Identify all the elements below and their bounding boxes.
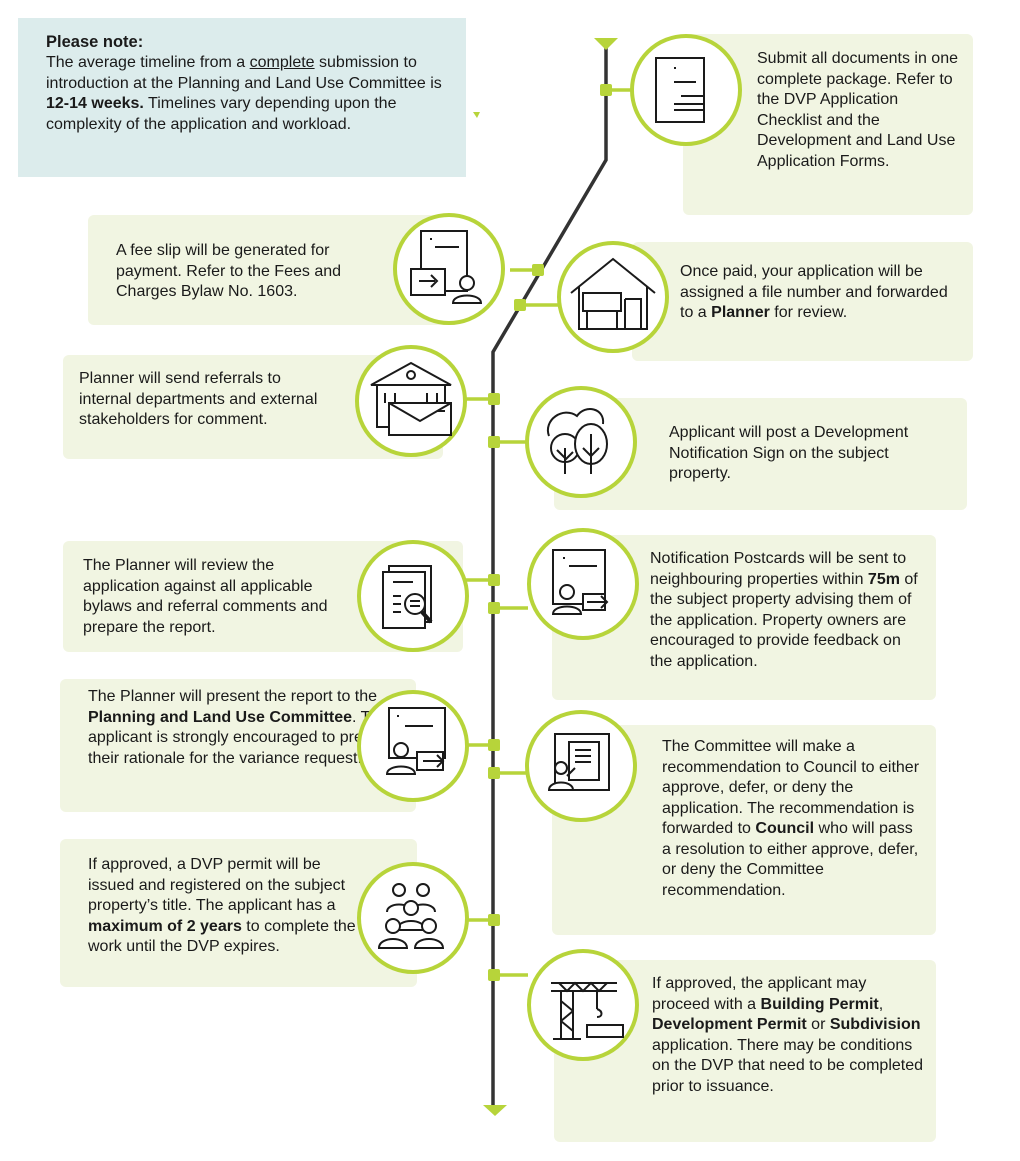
node-9	[488, 767, 500, 779]
committee-board-icon	[525, 710, 637, 822]
node-2	[532, 264, 544, 276]
step-text: A fee slip will be generated for payment…	[116, 242, 342, 300]
timeline-line	[491, 45, 608, 1105]
step-text: Applicant will post a Development Notifi…	[669, 424, 909, 482]
timeline-start-arrow	[594, 38, 618, 50]
timeline-note: Please note: The average timeline from a…	[18, 18, 466, 177]
step-text: Once paid, your application will be assi…	[680, 263, 948, 321]
step-text: Submit all documents in one complete pac…	[757, 50, 958, 170]
step-text: Notification Postcards will be sent to n…	[650, 550, 918, 670]
step-text: The Planner will present the report to t…	[88, 688, 393, 767]
node-8	[488, 739, 500, 751]
node-6	[488, 574, 500, 586]
node-7	[488, 602, 500, 614]
note-pointer-arrow	[473, 112, 480, 118]
step-present-report: The Planner will present the report to t…	[60, 679, 416, 812]
step-text: The Planner will review the application …	[83, 557, 328, 636]
construction-crane-icon	[527, 949, 639, 1061]
document-review-icon	[357, 540, 469, 652]
people-group-icon	[357, 862, 469, 974]
note-text: The average timeline from a complete sub…	[46, 54, 442, 133]
timeline-end-arrow	[483, 1105, 507, 1116]
step-text: Planner will send referrals to internal …	[79, 370, 318, 428]
node-1	[600, 84, 612, 96]
municipal-building-icon	[355, 345, 467, 457]
step-text: The Committee will make a recommendation…	[662, 738, 920, 899]
node-3	[514, 299, 526, 311]
node-10	[488, 914, 500, 926]
step-assign-planner: Once paid, your application will be assi…	[632, 242, 973, 361]
node-4	[488, 393, 500, 405]
step-notification-postcards: Notification Postcards will be sent to n…	[552, 535, 936, 700]
step-text: If approved, the applicant may proceed w…	[652, 975, 924, 1095]
house-icon	[557, 241, 669, 353]
presentation-icon	[357, 690, 469, 802]
document-icon	[630, 34, 742, 146]
trees-icon	[525, 386, 637, 498]
node-11	[488, 969, 500, 981]
fee-slip-icon	[393, 213, 505, 325]
node-5	[488, 436, 500, 448]
note-title: Please note:	[46, 33, 144, 51]
postcard-icon	[527, 528, 639, 640]
step-text: If approved, a DVP permit will be issued…	[88, 856, 356, 955]
